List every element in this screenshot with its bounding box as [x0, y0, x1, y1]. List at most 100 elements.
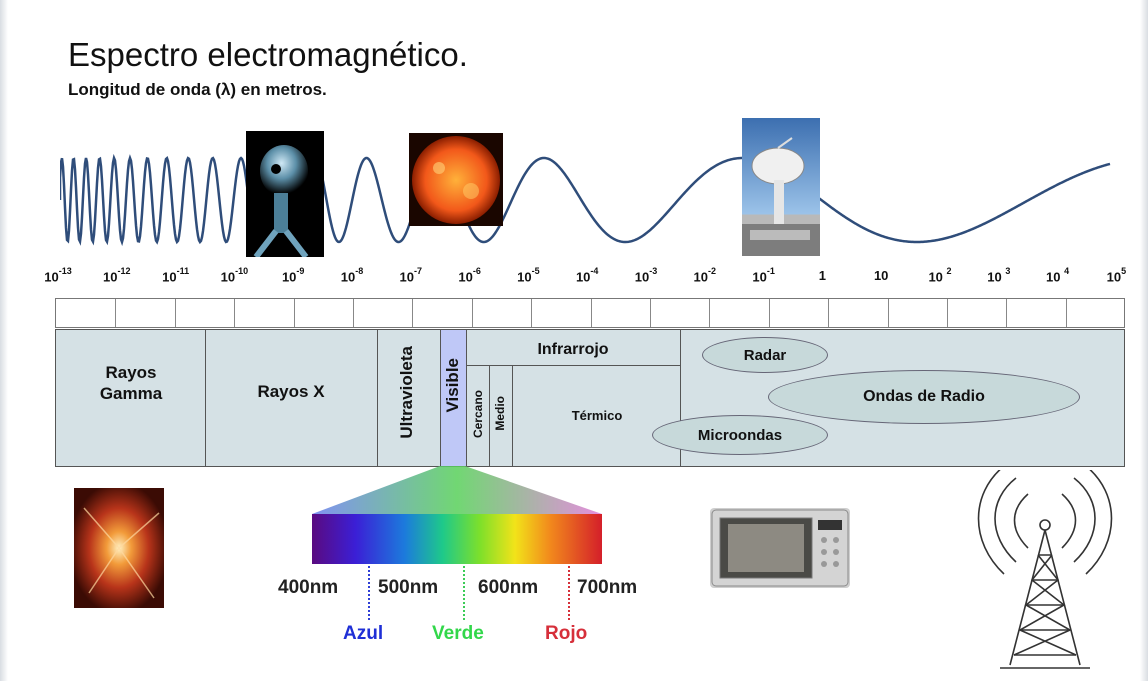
wave-icon	[60, 153, 1111, 247]
band-ir-thermal: Térmico	[571, 408, 623, 423]
nm-700: 700nm	[577, 577, 638, 598]
tick-base: 10	[987, 269, 1006, 285]
tick-exponent: -6	[472, 266, 481, 276]
tick-base: 10	[44, 269, 59, 285]
tick-exponent: -9	[296, 266, 305, 276]
nm-500: 500nm	[378, 577, 439, 598]
tick-label: 10-8	[340, 266, 364, 285]
ruler-division	[1006, 299, 1008, 327]
microwave-oven-image	[710, 508, 850, 588]
nm-400: 400nm	[278, 577, 339, 598]
tick-label: 10	[874, 268, 888, 283]
diagram-subtitle: Longitud de onda (λ) en metros.	[68, 80, 327, 99]
tick-base: 1	[818, 268, 827, 283]
tick-label: 10 3	[987, 266, 1011, 285]
tick-label: 10-7	[399, 266, 423, 285]
ir-divider	[466, 365, 680, 366]
tick-label: 10-11	[162, 266, 189, 285]
ir-divider	[489, 365, 490, 466]
ruler-division	[590, 299, 592, 327]
ruler-division	[650, 299, 651, 327]
tick-base: 10	[575, 269, 591, 285]
color-green: Verde	[432, 623, 484, 644]
tick-label: 10-9	[281, 266, 305, 285]
band-divider	[680, 330, 681, 466]
tick-label: 10-1	[752, 266, 774, 285]
tick-base: 10	[220, 269, 236, 285]
tick-exponent: 2	[946, 266, 952, 276]
ruler-division	[531, 299, 533, 327]
ir-divider	[512, 365, 513, 466]
band-gamma: Rayos Gamma	[99, 363, 163, 403]
ruler-division	[828, 299, 830, 327]
band-xray: Rayos X	[257, 382, 325, 401]
tick-label: 10-10	[220, 266, 249, 285]
green-marker	[463, 566, 465, 620]
ruler-division	[353, 299, 354, 327]
sun-image	[409, 133, 503, 226]
frame-edge-right	[1140, 0, 1148, 681]
tick-exponent: -13	[58, 266, 72, 276]
tick-base: 10	[873, 268, 889, 283]
tick-label: 10 4	[1046, 266, 1070, 285]
ruler-division	[887, 299, 889, 327]
diagram-title: Espectro electromagnético.	[68, 36, 468, 73]
tick-base: 10	[634, 269, 650, 285]
ruler-division	[709, 299, 711, 327]
ruler-division	[471, 299, 473, 327]
tick-label: 1	[819, 268, 826, 283]
band-radio: Ondas de Radio	[768, 370, 1080, 424]
ruler-division	[115, 299, 117, 327]
scale-ruler	[55, 298, 1125, 328]
band-microwaves: Microondas	[652, 415, 828, 455]
tick-exponent: -5	[531, 266, 540, 276]
ruler-division	[947, 299, 948, 327]
radio-dish-image	[742, 118, 820, 256]
frame-edge-left	[0, 0, 8, 681]
tick-exponent: -10	[235, 266, 249, 276]
color-red: Rojo	[545, 623, 588, 644]
visible-band	[440, 330, 467, 466]
tick-base: 10	[399, 269, 415, 285]
tick-exponent: -2	[708, 266, 717, 276]
blue-marker	[368, 566, 370, 620]
band-visible: Visible	[443, 358, 462, 413]
tick-base: 10	[752, 269, 767, 285]
red-marker	[568, 566, 570, 620]
ruler-division	[293, 299, 295, 327]
ruler-division	[412, 299, 414, 327]
ruler-division	[1065, 299, 1067, 327]
tick-exponent: -7	[414, 266, 423, 276]
tick-label: 10 2	[928, 266, 952, 285]
tick-exponent: -3	[649, 266, 658, 276]
tick-exponent: -8	[355, 266, 364, 276]
tick-exponent: 5	[1121, 266, 1127, 276]
tick-exponent: 3	[1005, 266, 1011, 276]
nm-600: 600nm	[478, 577, 539, 598]
tick-label: 105	[1106, 266, 1127, 285]
tick-base: 10	[1106, 269, 1122, 285]
tick-base: 10	[693, 269, 709, 285]
tick-label: 10-3	[634, 266, 658, 285]
band-uv: Ultravioleta	[397, 346, 416, 439]
band-ir-near: Cercano	[471, 390, 485, 439]
tick-base: 10	[281, 269, 297, 285]
ruler-division	[234, 299, 236, 327]
tick-exponent: 4	[1064, 266, 1070, 276]
ruler-division	[174, 299, 176, 327]
band-infrared: Infrarrojo	[537, 341, 609, 358]
tick-label: 10-12	[103, 266, 131, 284]
tick-exponent: -12	[117, 266, 131, 276]
tick-base: 10	[340, 269, 356, 285]
tick-base: 10	[928, 269, 947, 285]
band-ir-mid: Medio	[493, 396, 507, 431]
visible-expansion	[312, 466, 602, 564]
tick-label: 10-6	[458, 266, 481, 284]
tick-base: 10	[162, 269, 177, 285]
color-blue: Azul	[343, 623, 384, 644]
tick-label: 10-4	[575, 266, 599, 285]
tick-base: 10	[1046, 269, 1065, 285]
ruler-division	[768, 299, 770, 327]
tick-exponent: -4	[590, 266, 599, 276]
